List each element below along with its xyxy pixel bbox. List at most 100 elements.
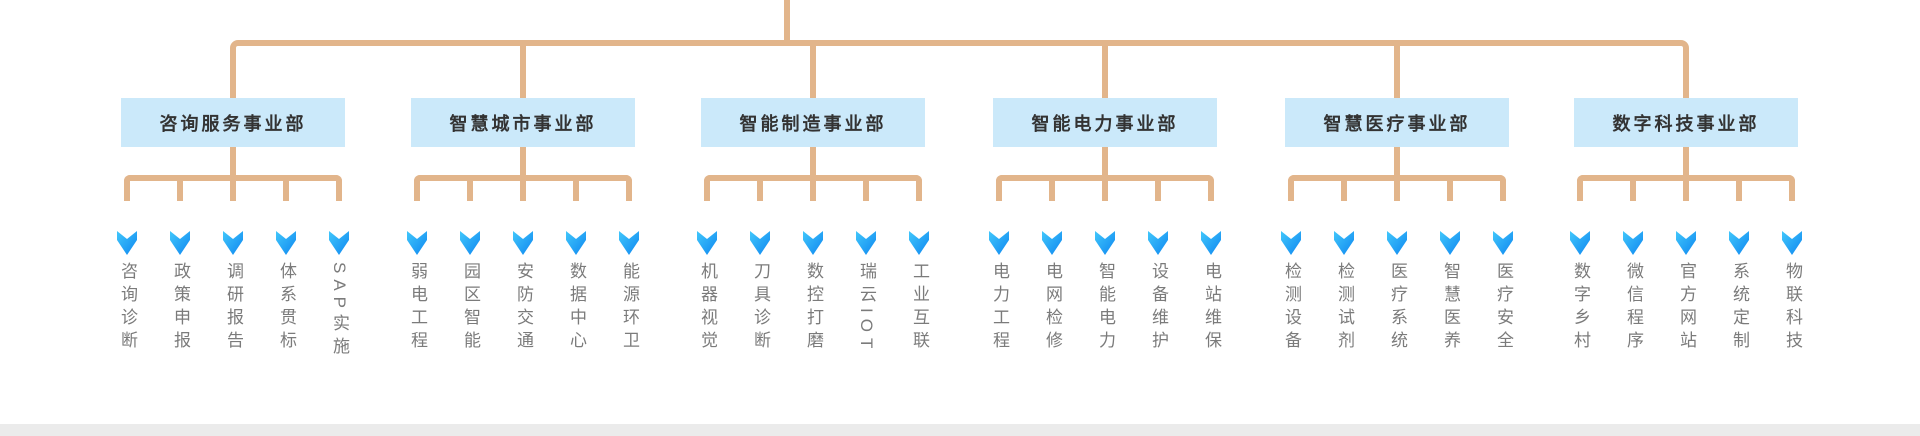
department-group: 智慧城市事业部 弱电工程 园区智能 安防交通 数据中心 能源环卫 bbox=[407, 40, 639, 436]
connector-line bbox=[177, 181, 183, 201]
child-item: 机器视觉 bbox=[696, 231, 718, 354]
double-chevron-down-icon bbox=[909, 231, 929, 255]
double-chevron-down-icon bbox=[117, 231, 137, 255]
connector-line bbox=[1102, 147, 1108, 178]
department-box: 智能电力事业部 bbox=[993, 98, 1217, 147]
connector-line bbox=[1394, 40, 1400, 98]
double-chevron-down-icon bbox=[329, 231, 349, 255]
child-label: 设备维护 bbox=[1149, 262, 1168, 354]
double-chevron-down-icon bbox=[1782, 231, 1802, 255]
double-chevron-down-icon bbox=[566, 231, 586, 255]
child-item: 物联科技 bbox=[1781, 231, 1803, 354]
department-box: 咨询服务事业部 bbox=[121, 98, 345, 147]
child-label: 官方网站 bbox=[1677, 262, 1696, 354]
double-chevron-down-icon bbox=[223, 231, 243, 255]
connector-line bbox=[520, 147, 526, 178]
child-label: 园区智能 bbox=[461, 262, 480, 354]
child-label: 医疗安全 bbox=[1494, 262, 1513, 354]
department-group: 智能电力事业部 电力工程 电网检修 智能电力 设备维护 电站维保 bbox=[989, 40, 1221, 436]
child-item: 检测设备 bbox=[1280, 231, 1302, 354]
children-rail-line bbox=[414, 175, 632, 201]
double-chevron-down-icon bbox=[1387, 231, 1407, 255]
children-rail-line bbox=[1577, 175, 1795, 201]
double-chevron-down-icon bbox=[1676, 231, 1696, 255]
department-group: 智能制造事业部 机器视觉 刀具诊断 数控打磨 瑞云IOT 工业互联 bbox=[697, 40, 929, 436]
child-item: SAP实施 bbox=[328, 231, 350, 360]
department-label: 智能电力事业部 bbox=[1031, 113, 1179, 134]
child-label: 电网检修 bbox=[1043, 262, 1062, 354]
department-group: 数字科技事业部 数字乡村 微信程序 官方网站 系统定制 物联科技 bbox=[1570, 40, 1802, 436]
child-item: 智慧医养 bbox=[1439, 231, 1461, 354]
child-item: 电站维保 bbox=[1200, 231, 1222, 354]
double-chevron-down-icon bbox=[1440, 231, 1460, 255]
child-item: 智能电力 bbox=[1094, 231, 1116, 354]
child-item: 体系贯标 bbox=[275, 231, 297, 354]
connector-line bbox=[863, 181, 869, 201]
department-group: 咨询服务事业部 咨询诊断 政策申报 调研报告 体系贯标 SAP实施 bbox=[117, 40, 349, 436]
child-label: 政策申报 bbox=[171, 262, 190, 354]
child-item: 检测试剂 bbox=[1333, 231, 1355, 354]
child-label: 刀具诊断 bbox=[751, 262, 770, 354]
child-label: 咨询诊断 bbox=[118, 262, 137, 354]
double-chevron-down-icon bbox=[1148, 231, 1168, 255]
child-item: 调研报告 bbox=[222, 231, 244, 354]
connector-line bbox=[573, 181, 579, 201]
child-label: 医疗系统 bbox=[1388, 262, 1407, 354]
department-group: 智慧医疗事业部 检测设备 检测试剂 医疗系统 智慧医养 医疗安全 bbox=[1281, 40, 1513, 436]
double-chevron-down-icon bbox=[1281, 231, 1301, 255]
child-label: 机器视觉 bbox=[698, 262, 717, 354]
department-label: 智能制造事业部 bbox=[739, 113, 887, 134]
double-chevron-down-icon bbox=[1493, 231, 1513, 255]
child-item: 弱电工程 bbox=[406, 231, 428, 354]
double-chevron-down-icon bbox=[1042, 231, 1062, 255]
department-box: 智慧城市事业部 bbox=[411, 98, 635, 147]
connector-line bbox=[1394, 147, 1400, 178]
child-label: 智慧医养 bbox=[1441, 262, 1460, 354]
child-item: 园区智能 bbox=[459, 231, 481, 354]
department-box: 智能制造事业部 bbox=[701, 98, 925, 147]
bottom-divider bbox=[0, 424, 1920, 436]
department-label: 智慧医疗事业部 bbox=[1323, 113, 1471, 134]
connector-line bbox=[230, 181, 236, 201]
connector-line bbox=[810, 181, 816, 201]
child-label: 电站维保 bbox=[1202, 262, 1221, 354]
child-label: 数控打磨 bbox=[804, 262, 823, 354]
child-label: 系统定制 bbox=[1730, 262, 1749, 354]
child-item: 电网检修 bbox=[1041, 231, 1063, 354]
department-label: 咨询服务事业部 bbox=[159, 113, 307, 134]
double-chevron-down-icon bbox=[1095, 231, 1115, 255]
connector-line bbox=[283, 181, 289, 201]
child-label: 弱电工程 bbox=[408, 262, 427, 354]
child-item: 能源环卫 bbox=[618, 231, 640, 354]
child-item: 政策申报 bbox=[169, 231, 191, 354]
double-chevron-down-icon bbox=[989, 231, 1009, 255]
connector-line bbox=[810, 147, 816, 178]
child-label: 检测设备 bbox=[1282, 262, 1301, 354]
child-item: 刀具诊断 bbox=[749, 231, 771, 354]
child-item: 医疗安全 bbox=[1492, 231, 1514, 354]
child-label: 工业互联 bbox=[910, 262, 929, 354]
connector-line bbox=[757, 181, 763, 201]
double-chevron-down-icon bbox=[513, 231, 533, 255]
connector-line bbox=[1394, 181, 1400, 201]
child-item: 安防交通 bbox=[512, 231, 534, 354]
connector-line bbox=[520, 40, 526, 98]
child-item: 官方网站 bbox=[1675, 231, 1697, 354]
child-item: 数字乡村 bbox=[1569, 231, 1591, 354]
department-label: 数字科技事业部 bbox=[1612, 113, 1760, 134]
child-label: 安防交通 bbox=[514, 262, 533, 354]
connector-line bbox=[1341, 181, 1347, 201]
double-chevron-down-icon bbox=[276, 231, 296, 255]
child-label: 微信程序 bbox=[1624, 262, 1643, 354]
department-box: 数字科技事业部 bbox=[1574, 98, 1798, 147]
connector-line bbox=[1630, 181, 1636, 201]
double-chevron-down-icon bbox=[1201, 231, 1221, 255]
department-label: 智慧城市事业部 bbox=[449, 113, 597, 134]
child-label: 数字乡村 bbox=[1571, 262, 1590, 354]
connector-line bbox=[1102, 40, 1108, 98]
connector-line bbox=[520, 181, 526, 201]
double-chevron-down-icon bbox=[1570, 231, 1590, 255]
double-chevron-down-icon bbox=[1334, 231, 1354, 255]
connector-line bbox=[1049, 181, 1055, 201]
